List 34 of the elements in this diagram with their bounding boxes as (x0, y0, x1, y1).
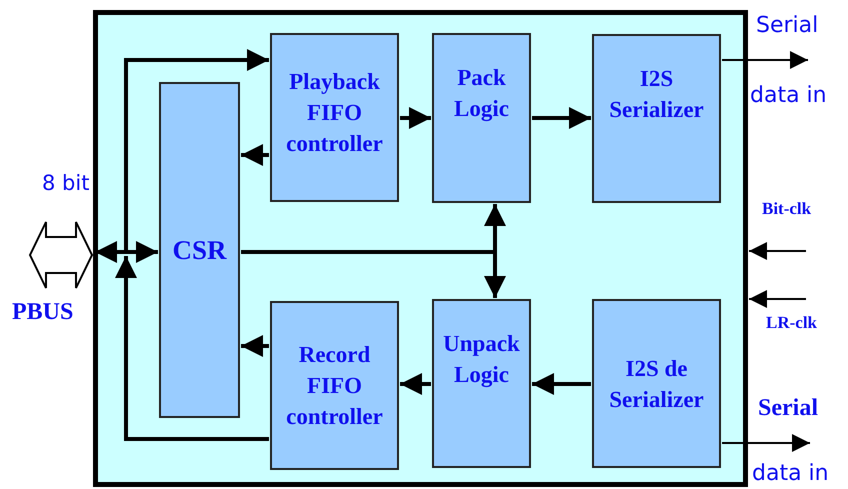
arrow (400, 373, 431, 395)
signal-arrow (749, 242, 806, 260)
block-box (592, 299, 721, 468)
block-label: I2S Serializer (608, 64, 705, 124)
block-label: Record FIFO controller (285, 341, 384, 431)
clock-label: Bit-clk (762, 200, 812, 218)
signal-label: data in (750, 84, 827, 108)
bus-label: 8 bit (42, 172, 90, 194)
chip-outline (93, 10, 748, 487)
block-label: Playback FIFO controller (285, 68, 384, 158)
block-label: Unpack Logic (442, 330, 521, 390)
arrow (400, 107, 431, 129)
bus-label: PBUS (12, 300, 74, 326)
block-box (432, 33, 531, 203)
signal-label: Serial (756, 14, 818, 38)
arrow (532, 373, 591, 395)
block-label: Pack Logic (453, 64, 510, 124)
clock-label: LR-clk (766, 314, 817, 332)
arrow (241, 144, 269, 166)
block-box (592, 34, 721, 203)
block-box (159, 82, 240, 418)
block-box (432, 299, 531, 468)
block-label: CSR (172, 234, 226, 266)
signal-arrow (722, 434, 810, 452)
signal-arrow (749, 290, 806, 308)
arrow (241, 335, 269, 357)
signal-arrow (722, 51, 808, 69)
block-label: I2S de Serializer (608, 354, 705, 414)
arrow (532, 107, 591, 129)
arrow (115, 256, 269, 441)
block-box (270, 301, 399, 470)
signal-label: Serial (758, 396, 818, 422)
signal-label: data in (752, 462, 829, 486)
block-box (270, 33, 399, 202)
